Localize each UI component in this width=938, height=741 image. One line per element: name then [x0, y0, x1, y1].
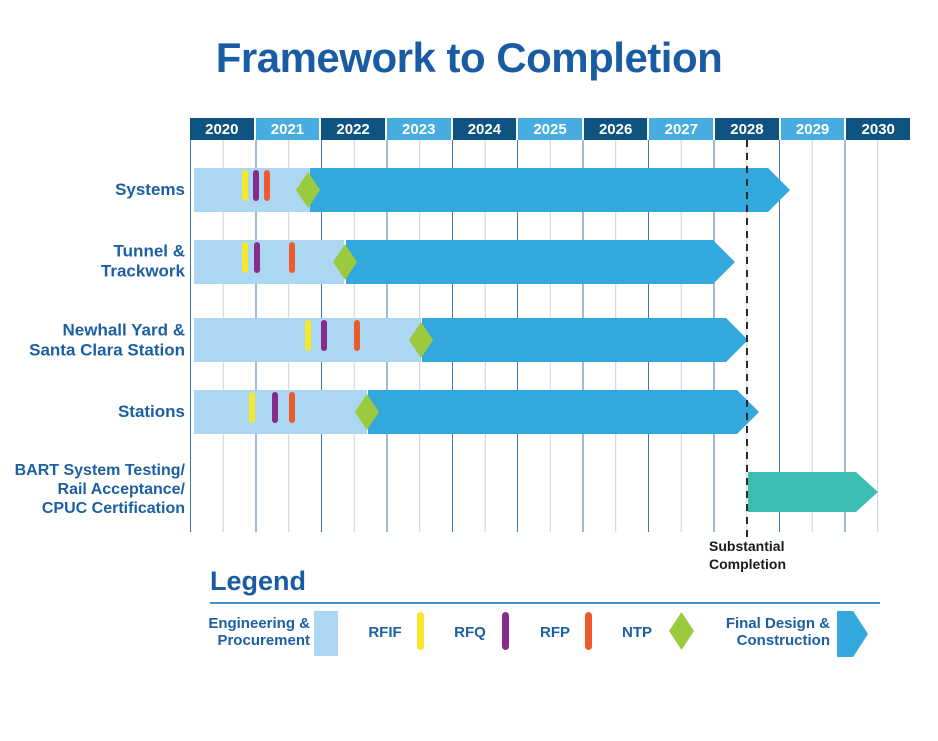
year-cell: 2030	[846, 118, 911, 140]
ntp-diamond-swatch	[669, 612, 694, 650]
rfp-tick	[264, 170, 270, 201]
engineering-procurement-bar	[194, 390, 367, 434]
rfp-tick-swatch	[585, 612, 592, 650]
timeline-grid	[190, 140, 910, 532]
year-cell: 2024	[452, 118, 517, 140]
rfif-tick	[305, 320, 311, 351]
row-label-tunnel-trackwork: Tunnel & Trackwork	[100, 241, 185, 281]
legend-heading: Legend	[210, 566, 307, 596]
year-cell: 2029	[780, 118, 845, 140]
final-design-construction-arrow	[310, 168, 790, 212]
legend-label-ntp: NTP	[622, 624, 652, 641]
engineering-procurement-bar	[194, 240, 344, 284]
legend-label-rfp: RFP	[540, 624, 570, 641]
year-cell: 2020	[190, 118, 254, 140]
rfq-tick-swatch	[502, 612, 509, 650]
rfq-tick	[253, 170, 259, 201]
year-cell: 2026	[583, 118, 648, 140]
rfq-tick	[254, 242, 260, 273]
rfp-tick	[289, 242, 295, 273]
row-label-bart-testing: BART System Testing/ Rail Acceptance/ CP…	[14, 462, 185, 518]
rfq-tick	[321, 320, 327, 351]
page-title: Framework to Completion	[215, 34, 723, 81]
rfp-tick	[354, 320, 360, 351]
timeline-row-newhall-yard	[190, 318, 910, 362]
legend-label-rfq: RFQ	[454, 624, 486, 641]
timeline-row-bart-testing	[190, 472, 910, 512]
row-label-stations: Stations	[117, 401, 185, 421]
legend-label-final-design-construction: Final Design & Construction	[725, 615, 830, 650]
substantial-completion-label: Substantial Completion	[709, 538, 786, 572]
year-cell: 2028	[715, 118, 779, 140]
timeline-chart: 2020 2021 2022 2023 2024 2025 2026 2027 …	[190, 118, 911, 542]
rfif-tick	[242, 242, 248, 273]
final-design-construction-swatch	[837, 611, 868, 657]
final-design-construction-arrow	[368, 390, 759, 434]
engineering-procurement-swatch	[314, 611, 338, 656]
final-design-construction-arrow	[346, 240, 735, 284]
year-axis: 2020 2021 2022 2023 2024 2025 2026 2027 …	[190, 118, 911, 140]
timeline-row-stations	[190, 390, 910, 434]
year-cell: 2022	[321, 118, 385, 140]
timeline-row-systems	[190, 168, 910, 212]
rfif-tick	[242, 170, 248, 201]
year-cell: 2025	[518, 118, 582, 140]
final-design-construction-arrow	[422, 318, 748, 362]
year-cell: 2021	[255, 118, 320, 140]
engineering-procurement-bar	[194, 168, 310, 212]
substantial-completion-line	[746, 140, 748, 537]
rfq-tick	[272, 392, 278, 423]
rfp-tick	[289, 392, 295, 423]
rfif-tick	[249, 392, 255, 423]
year-cell: 2027	[649, 118, 714, 140]
rfif-tick-swatch	[417, 612, 424, 650]
legend-label-engineering-procurement: Engineering & Procurement	[208, 615, 310, 650]
year-cell: 2023	[386, 118, 451, 140]
legend-label-rfif: RFIF	[368, 624, 402, 641]
row-label-systems: Systems	[115, 179, 185, 199]
legend-rule	[210, 602, 880, 604]
row-label-newhall-yard: Newhall Yard & Santa Clara Station	[29, 320, 185, 360]
testing-certification-arrow	[748, 472, 878, 512]
timeline-row-tunnel-trackwork	[190, 240, 910, 284]
